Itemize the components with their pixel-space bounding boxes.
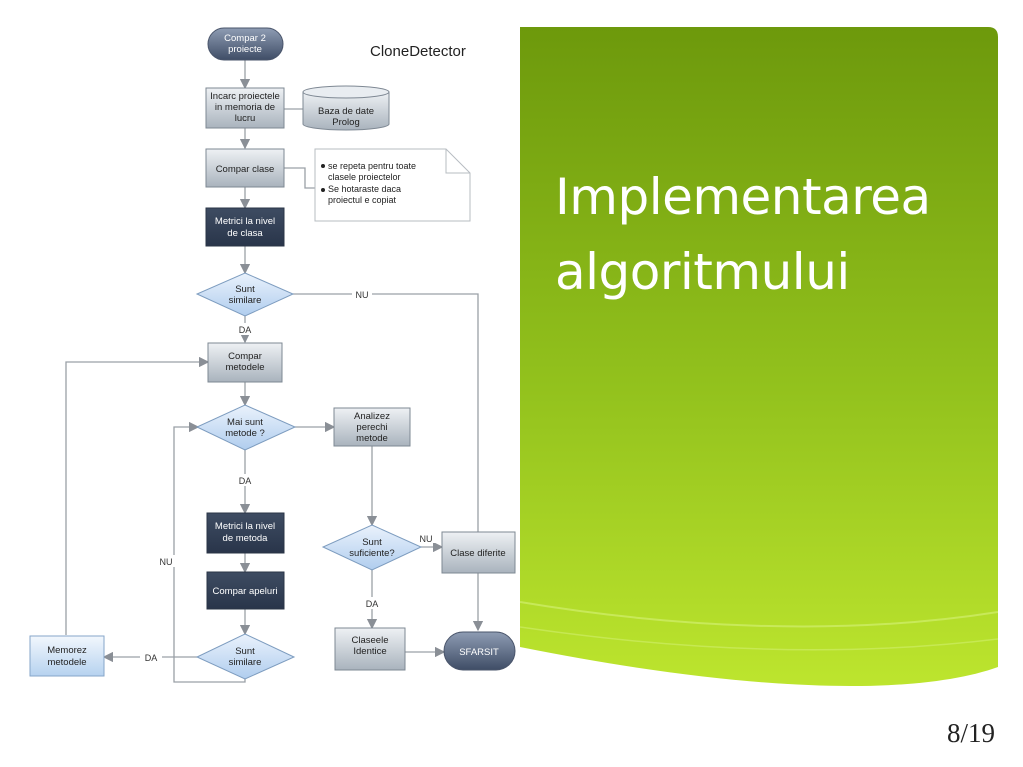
- identical-classes-line-1: Claseele: [352, 635, 389, 646]
- end-node-label: SFARSIT: [459, 647, 499, 658]
- class-metrics-line-1: Metrici la nivel: [215, 216, 275, 227]
- edge-label-nu-top: NU: [356, 290, 369, 300]
- different-classes-node: Clase diferite: [441, 531, 516, 574]
- similar-classes-line-1: Sunt: [235, 284, 255, 295]
- edge-label-da-2: DA: [239, 476, 252, 486]
- note-node: se repeta pentru toate clasele proiectel…: [314, 148, 471, 222]
- compare-classes-label: Compar clase: [216, 164, 275, 175]
- method-metrics-line-1: Metrici la nivel: [215, 521, 275, 532]
- edge-label-da-1: DA: [239, 325, 252, 335]
- analyze-pairs-line-3: metode: [356, 433, 388, 444]
- class-metrics-line-2: de clasa: [227, 228, 263, 239]
- more-methods-line-1: Mai sunt: [227, 417, 263, 428]
- edge-label-nu-loop: NU: [160, 557, 173, 567]
- start-node: Compar 2 proiecte: [207, 27, 284, 61]
- class-metrics-node: Metrici la nivel de clasa: [205, 207, 285, 247]
- compare-calls-label: Compar apeluri: [213, 586, 278, 597]
- enough-line-2: suficiente?: [349, 548, 394, 559]
- start-node-line-2: proiecte: [228, 44, 262, 55]
- enough-line-1: Sunt: [362, 537, 382, 548]
- diagram-heading: CloneDetector: [370, 43, 466, 60]
- end-node: SFARSIT: [443, 631, 516, 671]
- page-number: 8/19: [946, 718, 995, 748]
- connectors: [65, 60, 484, 683]
- database-line-1: Baza de date: [318, 106, 374, 117]
- analyze-pairs-line-2: perechi: [356, 422, 387, 433]
- analyze-pairs-node: Analizez perechi metode: [333, 407, 411, 447]
- compare-calls-node: Compar apeluri: [206, 571, 285, 610]
- similar-methods-line-2: similare: [229, 657, 262, 668]
- edge-label-da-store: DA: [145, 653, 158, 663]
- analyze-pairs-line-1: Analizez: [354, 411, 390, 422]
- compare-methods-node: Compar metodele: [207, 342, 283, 383]
- load-projects-line-2: in memoria de: [215, 102, 275, 113]
- note-line-4: proiectul e copiat: [328, 195, 397, 205]
- identical-classes-node: Claseele Identice: [334, 627, 406, 671]
- start-node-line-1: Compar 2: [224, 33, 266, 44]
- different-classes-label: Clase diferite: [450, 548, 505, 559]
- database-line-2: Prolog: [332, 117, 359, 128]
- store-methods-node: Memorez metodele: [29, 635, 105, 677]
- note-line-3: Se hotaraste daca: [328, 184, 401, 194]
- store-methods-line-1: Memorez: [47, 645, 87, 656]
- title-panel-background: [520, 27, 998, 686]
- edge-label-da-enough: DA: [366, 599, 379, 609]
- load-projects-node: Incarc proiectele in memoria de lucru: [205, 87, 285, 129]
- database-node: Baza de date Prolog: [302, 85, 390, 131]
- identical-classes-line-2: Identice: [353, 646, 386, 657]
- compare-classes-node: Compar clase: [205, 148, 285, 188]
- load-projects-line-3: lucru: [235, 113, 256, 124]
- compare-methods-line-1: Compar: [228, 351, 262, 362]
- similar-classes-decision: Sunt similare: [195, 272, 295, 317]
- note-bullet-1: [321, 164, 325, 168]
- method-metrics-line-2: de metoda: [223, 533, 269, 544]
- similar-methods-decision: Sunt similare: [195, 633, 296, 680]
- similar-classes-line-2: similare: [229, 295, 262, 306]
- note-line-2: clasele proiectelor: [328, 172, 401, 182]
- more-methods-line-2: metode ?: [225, 428, 265, 439]
- store-methods-line-2: metodele: [47, 657, 86, 668]
- more-methods-decision: Mai sunt metode ?: [195, 404, 297, 451]
- edge-label-nu-enough: NU: [420, 534, 433, 544]
- compare-methods-line-2: metodele: [225, 362, 264, 373]
- title-panel: [520, 27, 998, 695]
- slide-title-line-2: algoritmului: [555, 243, 850, 301]
- enough-decision: Sunt suficiente?: [321, 524, 423, 571]
- note-bullet-2: [321, 188, 325, 192]
- slide-title-line-1: Implementarea: [555, 168, 931, 226]
- note-line-1: se repeta pentru toate: [328, 161, 416, 171]
- load-projects-line-1: Incarc proiectele: [210, 91, 280, 102]
- method-metrics-node: Metrici la nivel de metoda: [206, 512, 285, 554]
- similar-methods-line-1: Sunt: [235, 646, 255, 657]
